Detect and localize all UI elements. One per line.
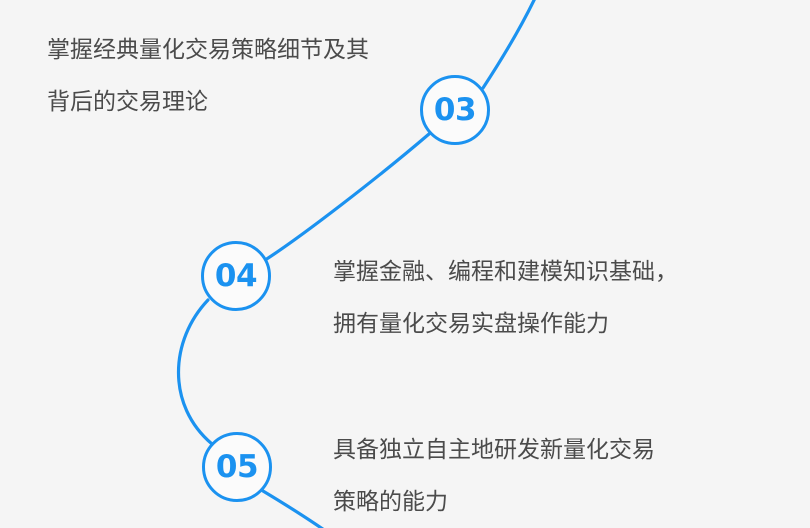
connector-segment-bottom: [261, 489, 325, 528]
timeline-node-05[interactable]: 05: [202, 432, 272, 502]
connector-segment-top: [481, 0, 536, 90]
timeline-node-03-number: 03: [433, 91, 477, 128]
timeline-text-04-line-2: 拥有量化交易实盘操作能力: [333, 311, 609, 337]
timeline-text-03: 掌握经典量化交易策略细节及其 背后的交易理论: [47, 24, 369, 128]
connector-segment-03-04: [260, 132, 431, 264]
timeline-text-05-line-2: 策略的能力: [333, 489, 448, 515]
timeline-text-05-line-1: 具备独立自主地研发新量化交易: [333, 437, 655, 463]
timeline-node-03[interactable]: 03: [420, 75, 490, 145]
timeline-text-03-line-1: 掌握经典量化交易策略细节及其: [47, 37, 369, 63]
timeline-node-04-number: 04: [214, 257, 258, 294]
timeline-text-04-line-1: 掌握金融、编程和建模知识基础，: [333, 259, 678, 285]
connector-segment-04-05: [176, 298, 214, 446]
timeline-node-05-number: 05: [215, 448, 259, 485]
timeline-text-03-line-2: 背后的交易理论: [47, 89, 208, 115]
timeline-text-05: 具备独立自主地研发新量化交易 策略的能力: [333, 424, 655, 528]
timeline-text-04: 掌握金融、编程和建模知识基础， 拥有量化交易实盘操作能力: [333, 246, 678, 350]
timeline-node-04[interactable]: 04: [201, 241, 271, 311]
